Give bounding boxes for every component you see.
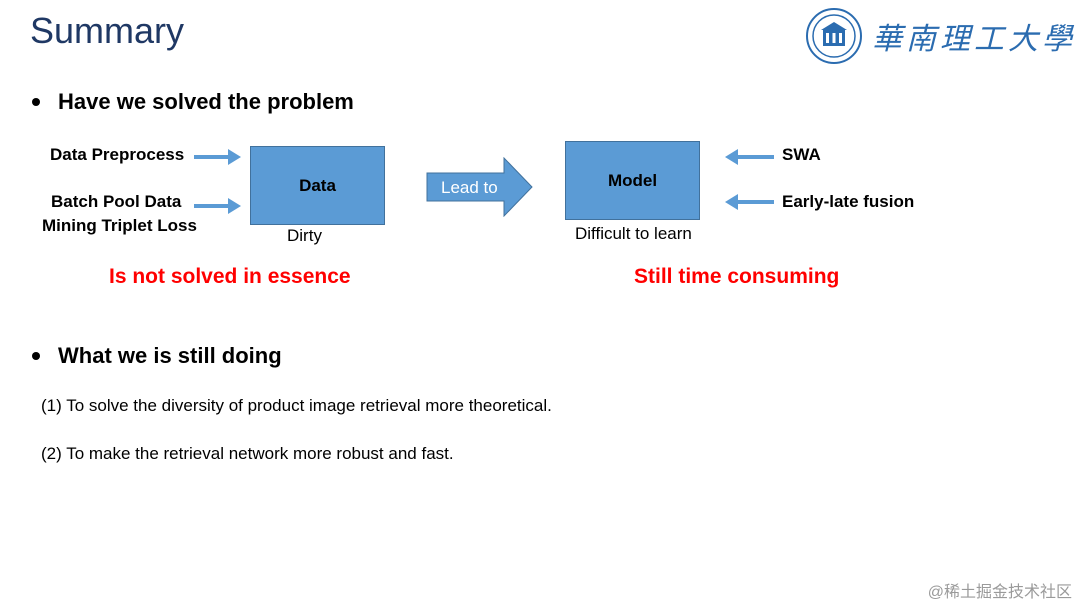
list-item: (2) To make the retrieval network more r… [41, 444, 454, 463]
model-box: Model [565, 141, 700, 220]
bullet-solved-problem: Have we solved the problem [32, 89, 354, 115]
model-box-label: Model [607, 170, 658, 190]
bullet-dot [32, 352, 40, 360]
lead-to-label: Lead to [441, 178, 498, 197]
label-swa: SWA [782, 145, 821, 164]
label-mining-triplet-loss: Mining Triplet Loss [42, 216, 197, 235]
arrow-left-icon [725, 194, 774, 210]
arrow-right-icon [194, 198, 241, 214]
university-logo: 華南理工大學 [806, 8, 1072, 66]
bullet-still-doing: What we is still doing [32, 343, 282, 369]
slide-title: Summary [30, 10, 185, 51]
data-box: Data [250, 146, 385, 225]
university-seal-icon [806, 8, 862, 64]
bullet-text: What we is still doing [58, 343, 282, 368]
label-early-late-fusion: Early-late fusion [782, 192, 915, 211]
model-caption: Difficult to learn [575, 224, 692, 243]
label-data-preprocess: Data Preprocess [50, 145, 185, 164]
conclusion-not-solved: Is not solved in essence [109, 265, 351, 288]
arrow-right-icon [194, 149, 241, 165]
bullet-dot [32, 98, 40, 106]
list-item: (1) To solve the diversity of product im… [41, 396, 552, 415]
arrow-left-icon [725, 149, 774, 165]
lead-to-arrow-icon [426, 157, 533, 217]
data-box-label: Data [299, 175, 336, 195]
bullet-text: Have we solved the problem [58, 89, 354, 114]
data-caption: Dirty [287, 226, 322, 245]
watermark: @稀土掘金技术社区 [927, 584, 1072, 601]
label-batch-pool-data: Batch Pool Data [51, 192, 182, 211]
university-name: 華南理工大學 [872, 22, 1076, 57]
conclusion-time-consuming: Still time consuming [634, 265, 840, 288]
